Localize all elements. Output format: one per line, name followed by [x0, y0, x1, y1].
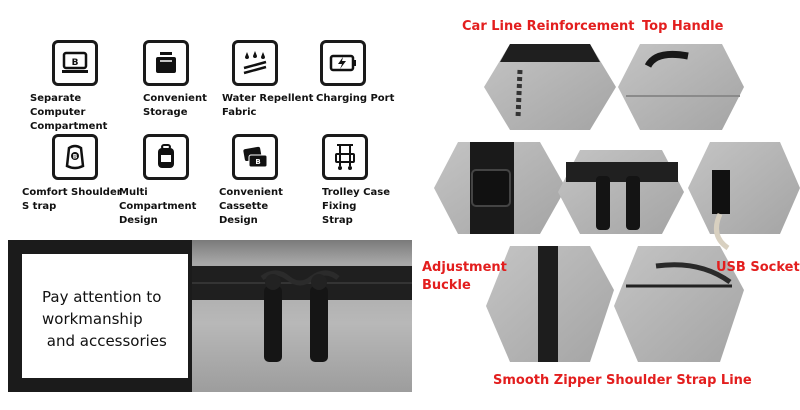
- hex-top-handle: [618, 44, 744, 130]
- feature-label: Charging Port: [316, 93, 395, 104]
- workmanship-panel: Pay attention to workmanship and accesso…: [8, 240, 412, 392]
- backpack-straps-icon: B: [52, 134, 98, 180]
- trolley-icon: [322, 134, 368, 180]
- label-usb-socket: USB Socket: [716, 260, 800, 275]
- hex-adjustment-buckle: [434, 142, 566, 234]
- water-drops-icon: [232, 40, 278, 86]
- feature-label: Comfort Shoulder S trap: [22, 187, 122, 212]
- storage-box-icon: [143, 40, 189, 86]
- laptop-icon: B: [52, 40, 98, 86]
- backpack-compartment-icon: [143, 134, 189, 180]
- hex-usb-socket: [688, 142, 800, 251]
- feature-comfort-shoulder: B Comfort Shoulder S trap: [22, 134, 126, 214]
- feature-separate-computer: B Separate Computer Compartment: [30, 40, 134, 134]
- panel-caption-box: Pay attention to workmanship and accesso…: [22, 254, 188, 378]
- label-car-line-reinforcement: Car Line Reinforcement: [462, 19, 635, 34]
- feature-trolley-strap: Trolley Case Fixing Strap: [322, 134, 426, 228]
- battery-charging-icon: [320, 40, 366, 86]
- feature-charging-port: Charging Port: [316, 40, 420, 106]
- label-smooth-zipper: Smooth Zipper: [493, 373, 602, 388]
- label-top-handle: Top Handle: [642, 19, 724, 34]
- svg-text:B: B: [255, 158, 260, 166]
- zipper-closeup-photo: [192, 240, 412, 392]
- label-shoulder-strap-line: Shoulder Strap Line: [606, 373, 752, 388]
- svg-text:B: B: [72, 58, 79, 68]
- feature-cassette-design: B Convenient Cassette Design: [219, 134, 323, 228]
- feature-label: Separate Computer Compartment: [30, 93, 108, 132]
- feature-convenient-storage: Convenient Storage: [143, 40, 247, 120]
- cards-icon: B: [232, 134, 278, 180]
- hex-smooth-zipper: [486, 246, 614, 362]
- hex-car-line-reinforcement: [484, 44, 616, 130]
- feature-label: Convenient Storage: [143, 93, 207, 118]
- label-adjustment-buckle: Adjustment Buckle: [422, 260, 507, 293]
- detail-hexagon-collage: [434, 44, 800, 362]
- feature-label: Trolley Case Fixing Strap: [322, 187, 390, 226]
- feature-label: Water Repellent Fabric: [222, 93, 314, 118]
- feature-water-repellent: Water Repellent Fabric: [222, 40, 326, 120]
- hex-shoulder-strap-line: [614, 246, 744, 362]
- panel-caption: Pay attention to workmanship and accesso…: [42, 288, 167, 350]
- feature-multi-compartment: Multi Compartment Design: [119, 134, 223, 228]
- feature-label: Multi Compartment Design: [119, 187, 197, 226]
- svg-text:B: B: [73, 154, 78, 161]
- hex-zipper-center: [558, 150, 684, 234]
- feature-label: Convenient Cassette Design: [219, 187, 283, 226]
